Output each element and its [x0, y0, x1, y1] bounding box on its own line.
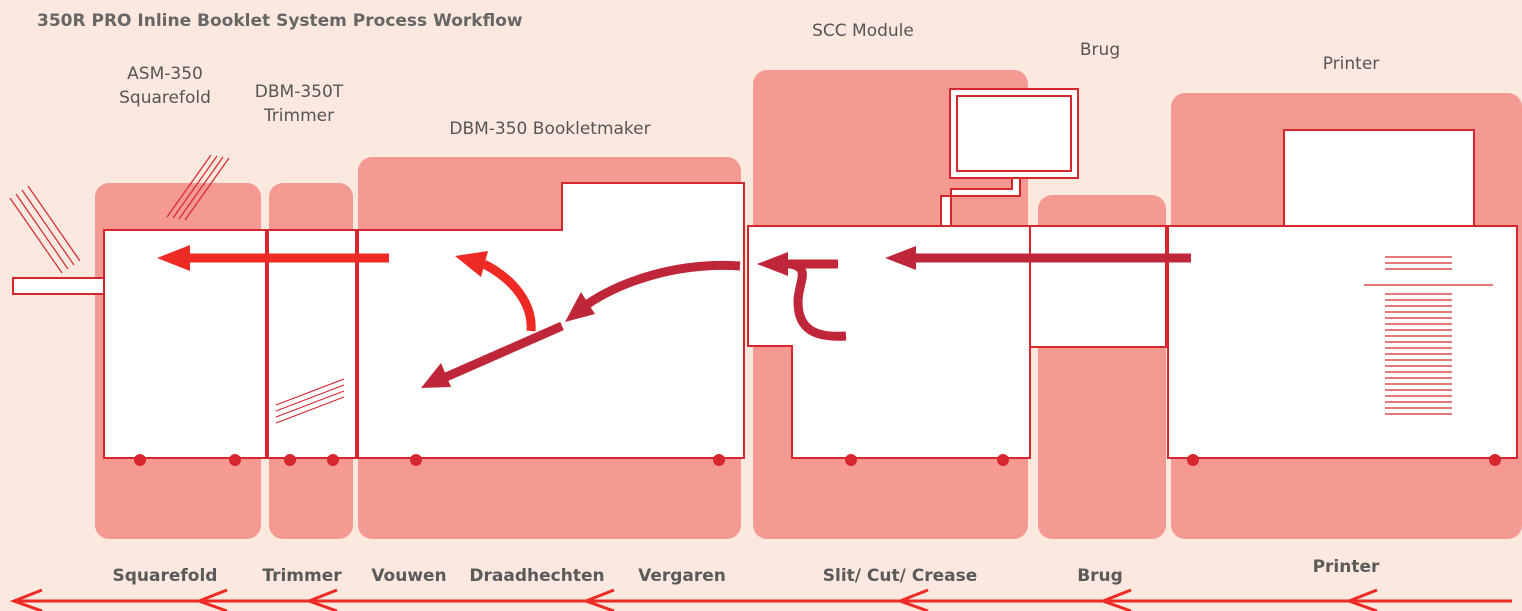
monitor-arm: [940, 177, 1021, 227]
foot: [845, 454, 857, 466]
timeline-chevron: [1344, 588, 1378, 611]
foot: [134, 454, 146, 466]
stage-labels: Squarefold Trimmer Vouwen Draadhechten V…: [113, 557, 1381, 586]
foot: [410, 454, 422, 466]
label-printer: Printer: [1323, 54, 1380, 74]
foot: [229, 454, 241, 466]
label-brug: Brug: [1080, 40, 1120, 60]
label-dbm-t-line1: DBM-350T: [255, 82, 344, 102]
timeline-chevron: [581, 588, 615, 611]
label-asm-line1: ASM-350: [127, 64, 203, 84]
unit-brug: [1029, 225, 1167, 348]
label-dbm-t-line2: Trimmer: [263, 106, 334, 126]
timeline-chevron: [895, 588, 929, 611]
timeline-chevron: [9, 588, 43, 611]
paper-hatching: [9, 154, 1493, 424]
flow-arrowhead: [455, 251, 488, 277]
stage-label-trimmer: Trimmer: [262, 566, 342, 586]
stage-label-vergaren: Vergaren: [638, 566, 726, 586]
machines: [12, 88, 1518, 459]
unit-trimmer: [267, 229, 357, 459]
output-tray: [12, 277, 105, 295]
machine-feet: [134, 454, 1501, 466]
stage-label-draadhechten: Draadhechten: [469, 566, 604, 586]
flow-arrowhead: [757, 252, 788, 276]
label-dbm: DBM-350 Bookletmaker: [449, 119, 650, 139]
flow-arrow-vergaren: [579, 260, 741, 312]
diagram-title: 350R PRO Inline Booklet System Process W…: [37, 11, 523, 31]
stage-label-squarefold: Squarefold: [113, 566, 218, 586]
stage-label-printer: Printer: [1313, 557, 1380, 577]
foot: [1187, 454, 1199, 466]
stage-label-vouwen: Vouwen: [371, 566, 446, 586]
foot: [713, 454, 725, 466]
flow-arrowhead: [885, 246, 916, 270]
flow-arrows: [157, 245, 1191, 388]
flow-arrow-vouwen: [481, 260, 536, 332]
timeline-arrow: [9, 588, 1512, 611]
foot: [997, 454, 1009, 466]
flow-arrowhead: [565, 292, 595, 322]
foot: [1489, 454, 1501, 466]
unit-bookletmaker: [357, 182, 745, 459]
label-asm-line2: Squarefold: [119, 88, 211, 108]
timeline-chevron: [304, 588, 338, 611]
stage-label-slit-cut-crease: Slit/ Cut/ Crease: [823, 566, 978, 586]
foot: [327, 454, 339, 466]
foot: [284, 454, 296, 466]
label-scc: SCC Module: [812, 21, 914, 41]
monitor-screen: [956, 95, 1072, 172]
unit-printer-top: [1283, 129, 1475, 227]
unit-printer: [1167, 225, 1518, 459]
flow-arrow-draadhechten: [444, 321, 564, 382]
stage-label-brug: Brug: [1077, 566, 1123, 586]
flow-arrowhead: [421, 363, 451, 388]
timeline-chevron: [194, 588, 228, 611]
flow-arrowhead: [157, 245, 190, 271]
timeline-chevron: [1098, 588, 1132, 611]
